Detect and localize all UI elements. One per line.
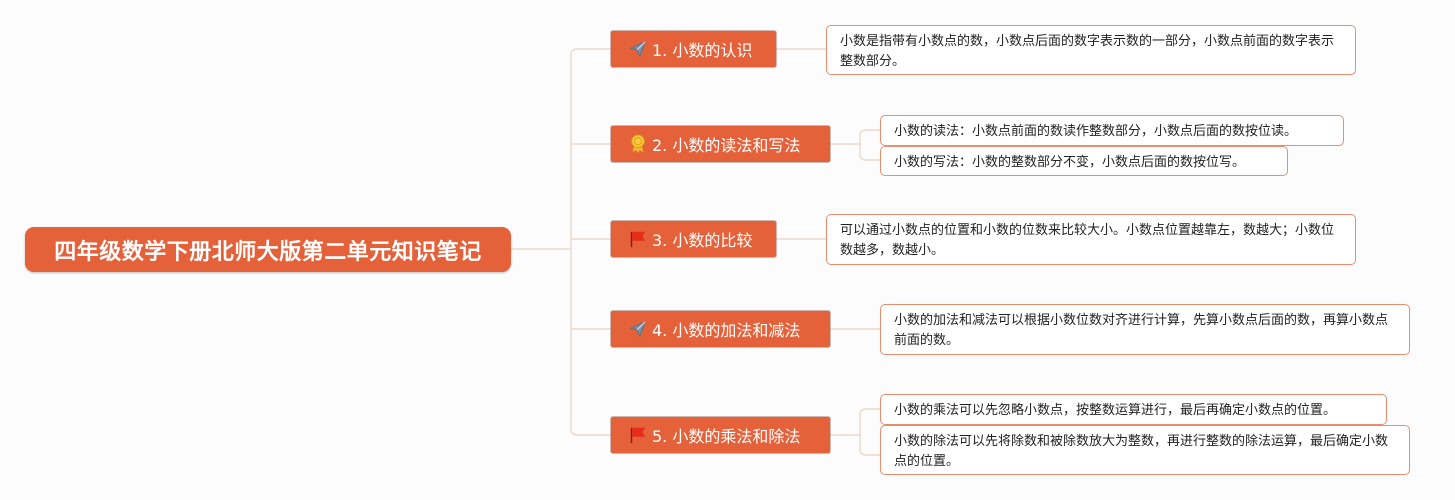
- root-title: 四年级数学下册北师大版第二单元知识笔记: [54, 239, 482, 265]
- topic-2[interactable]: 2. 小数的读法和写法: [611, 126, 830, 162]
- note-5a[interactable]: 小数的乘法可以先忽略小数点，按整数运算进行，最后再确定小数点的位置。: [880, 394, 1387, 425]
- note-2b[interactable]: 小数的写法：小数的整数部分不变，小数点后面的数按位写。: [880, 146, 1288, 176]
- topic-label: 3. 小数的比较: [652, 231, 753, 250]
- note-text: 小数的乘法可以先忽略小数点，按整数运算进行，最后再确定小数点的位置。: [894, 403, 1337, 418]
- award-ribbon-icon: [628, 134, 648, 154]
- note-text: 小数的除法可以先将除数和被除数放大为整数，再进行整数的除法运算，最后确定小数点的…: [894, 434, 1389, 469]
- topic-5[interactable]: 5. 小数的乘法和除法: [611, 417, 830, 453]
- note-4[interactable]: 小数的加法和减法可以根据小数位数对齐进行计算，先算小数点后面的数，再算小数点前面…: [880, 304, 1410, 355]
- note-2a[interactable]: 小数的读法：小数点前面的数读作整数部分，小数点后面的数按位读。: [880, 115, 1344, 146]
- note-text: 可以通过小数点的位置和小数的位数来比较大小。小数点位置越靠左，数越大；小数位数越…: [840, 223, 1335, 258]
- topic-3[interactable]: 3. 小数的比较: [611, 221, 776, 257]
- red-flag-icon: [628, 229, 648, 249]
- topic-4[interactable]: 4. 小数的加法和减法: [611, 311, 830, 347]
- paper-plane-icon: [628, 39, 648, 59]
- note-5b[interactable]: 小数的除法可以先将除数和被除数放大为整数，再进行整数的除法运算，最后确定小数点的…: [880, 425, 1410, 475]
- topic-label: 4. 小数的加法和减法: [652, 321, 801, 340]
- topic-label: 5. 小数的乘法和除法: [652, 427, 801, 446]
- note-text: 小数的写法：小数的整数部分不变，小数点后面的数按位写。: [894, 155, 1246, 170]
- topic-label: 2. 小数的读法和写法: [652, 136, 801, 155]
- note-3[interactable]: 可以通过小数点的位置和小数的位数来比较大小。小数点位置越靠左，数越大；小数位数越…: [826, 214, 1356, 265]
- note-1[interactable]: 小数是指带有小数点的数，小数点后面的数字表示数的一部分，小数点前面的数字表示整数…: [826, 25, 1356, 75]
- topic-1[interactable]: 1. 小数的认识: [611, 31, 776, 67]
- topic-label: 1. 小数的认识: [652, 41, 753, 60]
- note-text: 小数是指带有小数点的数，小数点后面的数字表示数的一部分，小数点前面的数字表示整数…: [840, 34, 1335, 69]
- red-flag-icon: [628, 425, 648, 445]
- paper-plane-icon: [628, 319, 648, 339]
- root-topic[interactable]: 四年级数学下册北师大版第二单元知识笔记: [25, 227, 511, 272]
- note-text: 小数的加法和减法可以根据小数位数对齐进行计算，先算小数点后面的数，再算小数点前面…: [894, 313, 1389, 348]
- note-text: 小数的读法：小数点前面的数读作整数部分，小数点后面的数按位读。: [894, 124, 1298, 139]
